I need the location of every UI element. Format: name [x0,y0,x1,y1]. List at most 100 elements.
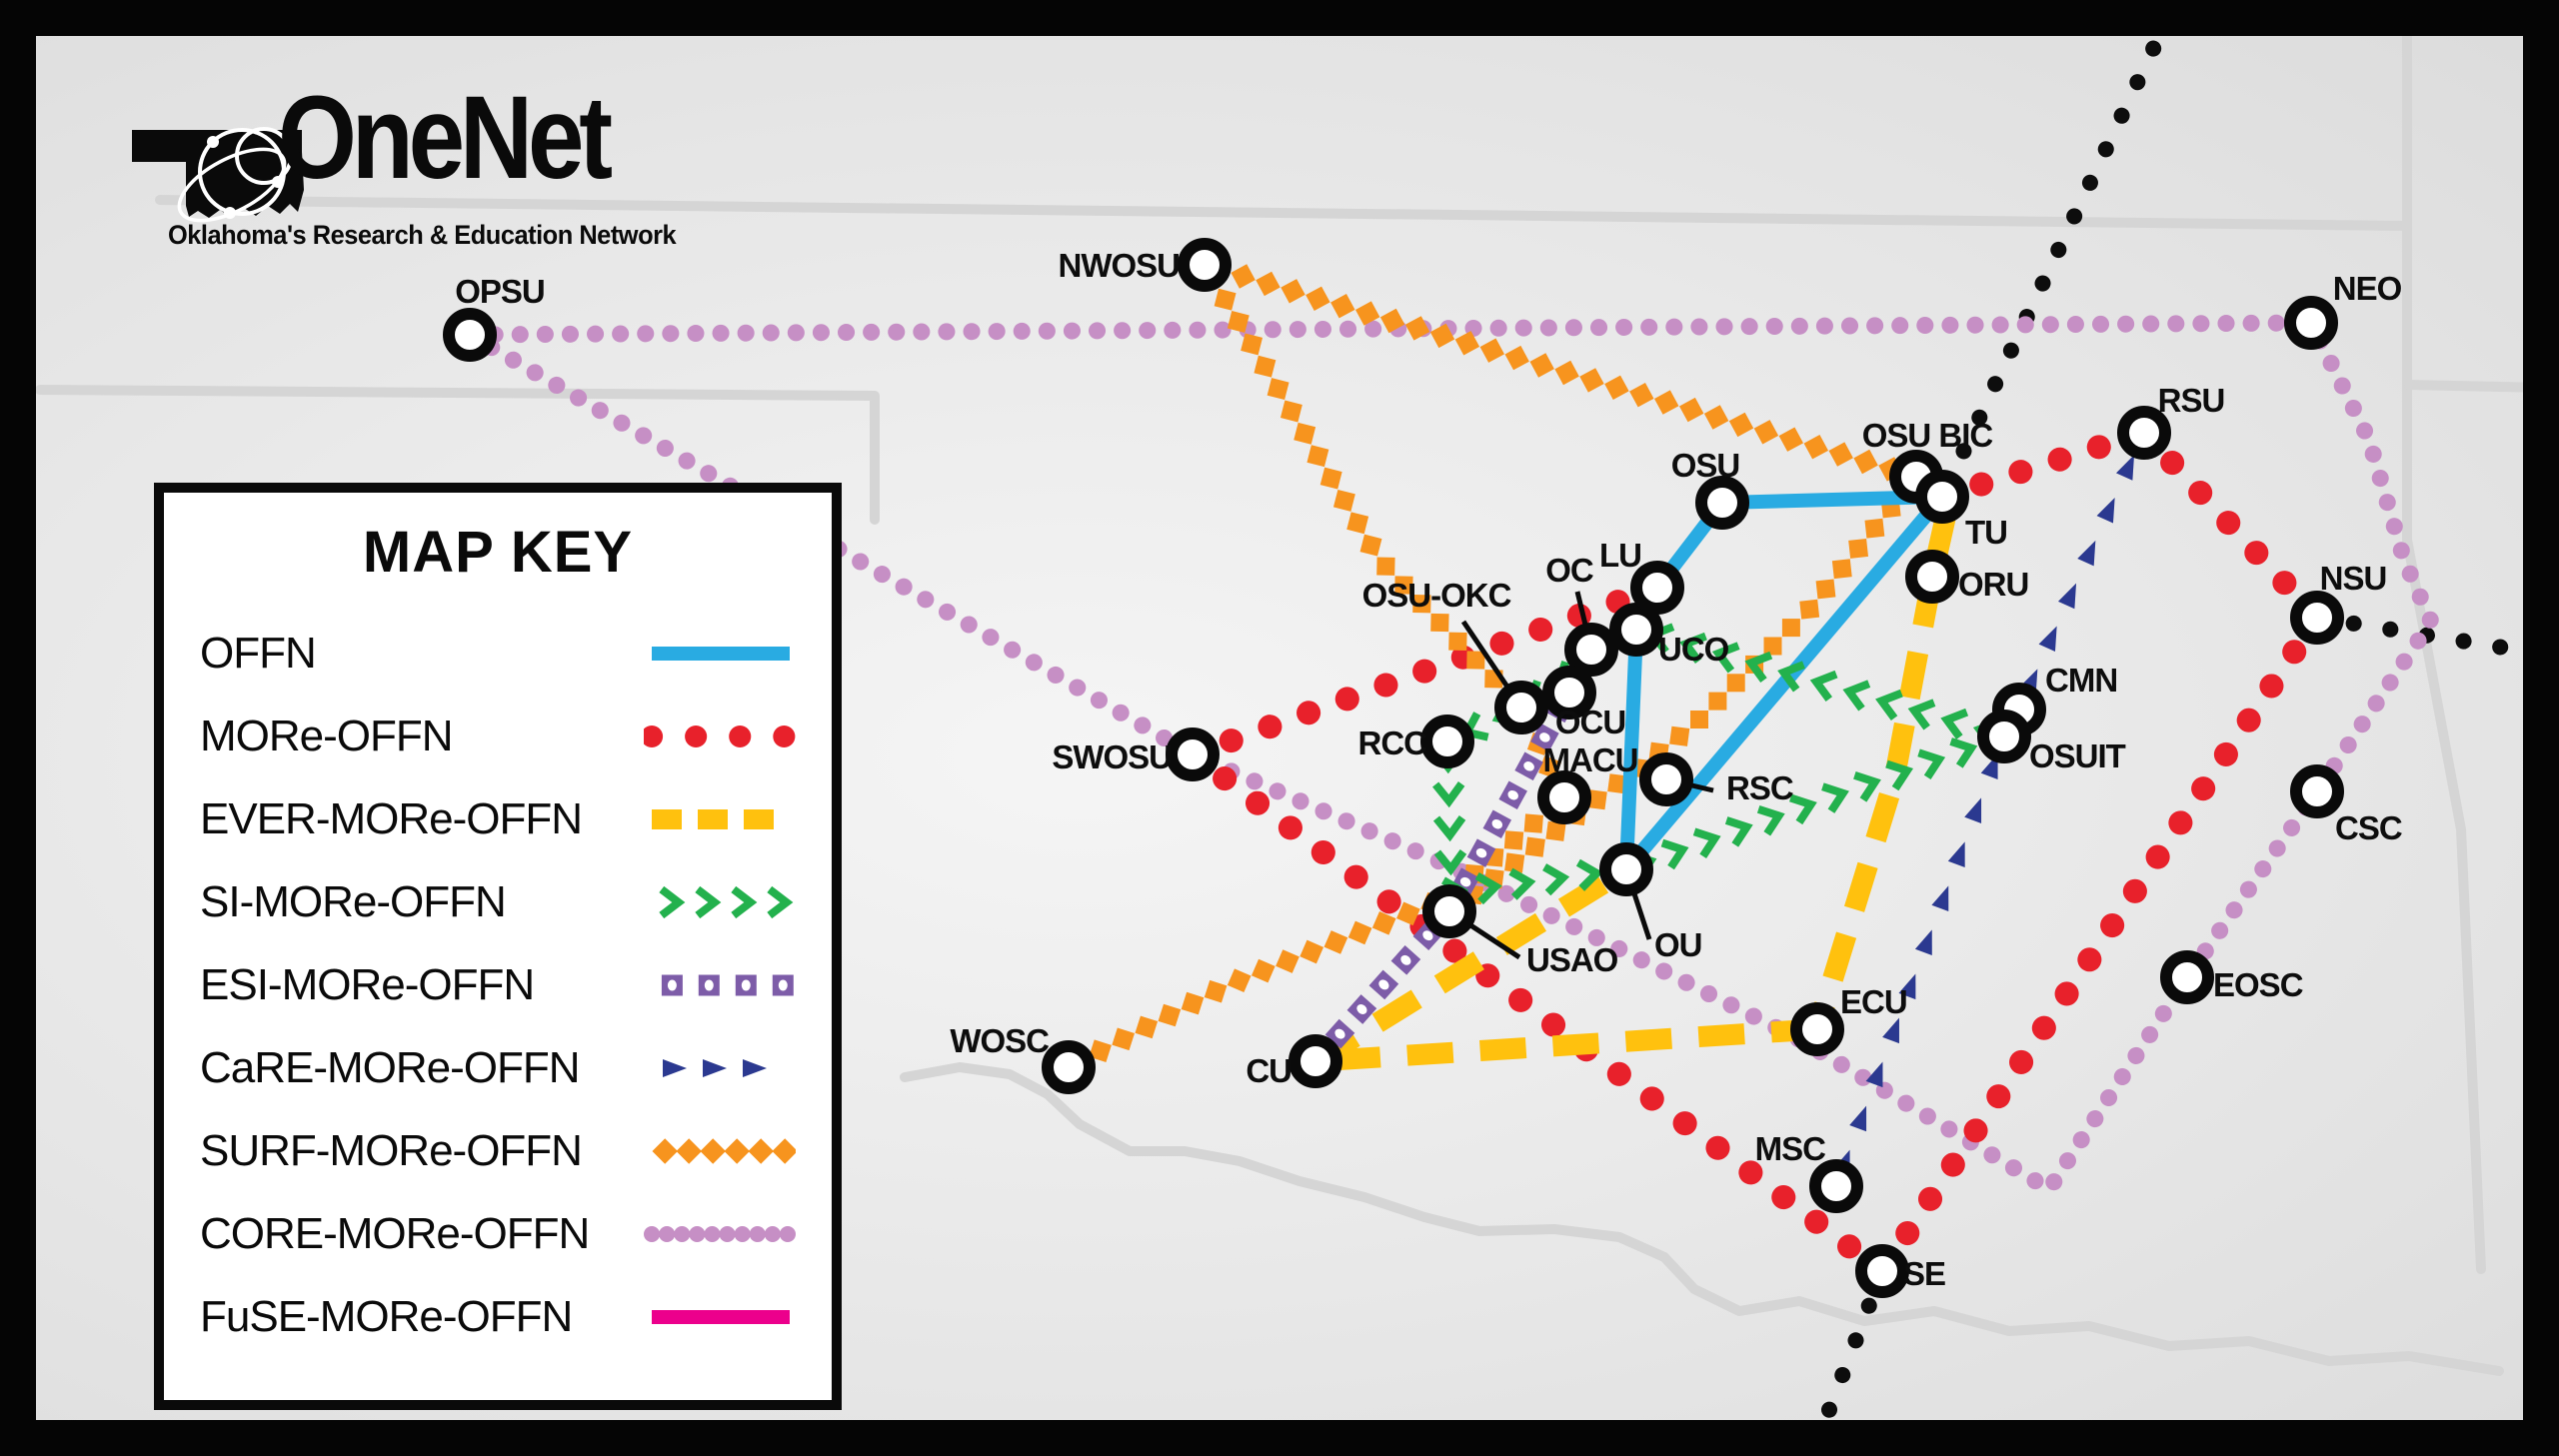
link-more-8 [1870,606,2329,1283]
map-key-box: MAP KEY OFFN MORe-OFFN EVER-MORe-OFFN SI… [154,483,842,1410]
onenet-logo: OneNet Oklahoma's Research & Education N… [132,72,856,274]
map-key-title: MAP KEY [362,520,634,585]
node-label-RSU: RSU [2158,382,2225,419]
node-OC[interactable] [1564,623,1618,677]
node-CU[interactable] [1288,1034,1342,1088]
node-OSUIT[interactable] [1977,710,2031,763]
care-triangles-icon [663,1058,767,1077]
node-SWOSU[interactable] [1166,728,1220,781]
offn-line-icon [652,646,790,661]
node-OPSU[interactable] [443,308,497,362]
ever-dashes-icon [652,808,790,829]
network-map-canvas: OPSU NWOSU NEO RSU OSU OSU BIC TU ORU NSU CSC EOSC… [36,36,2523,1420]
node-OCU[interactable] [1542,666,1596,720]
link-more-7 [2132,421,2329,630]
node-label-NEO: NEO [2333,270,2402,307]
node-label-OSU: OSU [1671,447,1740,484]
node-label-OSU-OKC: OSU-OKC [1362,577,1511,614]
node-MSC[interactable] [1809,1159,1863,1213]
key-label-fuse: FuSE-MORe-OFFN [200,1291,573,1341]
node-NSU[interactable] [2290,591,2344,645]
key-row-core: CORE-MORe-OFFN [200,1192,796,1275]
node-NWOSU[interactable] [1178,238,1232,292]
link-si-17 [1646,623,2001,749]
link-offn-2 [1619,629,1643,870]
node-label-OU: OU [1654,926,1702,963]
node-OSU-OKC[interactable] [1494,681,1548,734]
node-label-OPSU: OPSU [455,273,545,310]
node-label-SE: SE [1903,1255,1945,1292]
node-label-WOSC: WOSC [950,1022,1049,1059]
node-EOSC[interactable] [2160,950,2214,1004]
node-LU[interactable] [1630,561,1684,615]
node-label-CSC: CSC [2335,809,2402,846]
key-label-esi: ESI-MORe-OFFN [200,959,535,1009]
link-black-28 [2309,610,2523,660]
node-label-UCO: UCO [1658,631,1729,668]
node-OSU[interactable] [1695,476,1749,530]
node-UCO[interactable] [1609,603,1663,657]
si-chevrons-icon [659,885,794,918]
node-label-NSU: NSU [2320,560,2387,597]
key-row-ever: EVER-MORe-OFFN [200,777,796,860]
link-surf-22 [1201,266,1521,708]
logo-tagline: Oklahoma's Research & Education Network [168,220,677,250]
link-offn-3 [1620,492,1948,874]
key-label-si: SI-MORe-OFFN [200,876,507,926]
key-label-offn: OFFN [200,628,317,678]
link-core-26 [461,314,2440,1198]
link-ever-11 [1314,1018,1818,1072]
node-label-ECU: ECU [1840,983,1907,1020]
node-label-NWOSU: NWOSU [1059,247,1181,284]
key-row-esi: ESI-MORe-OFFN [200,943,796,1026]
node-CSC[interactable] [2290,764,2344,818]
node-ECU[interactable] [1790,1002,1844,1056]
node-label-RCC: RCC [1358,725,1427,761]
node-label-OC: OC [1545,552,1593,589]
node-label-TU: TU [1965,514,2007,551]
node-label-OSU BIC: OSU BIC [1862,417,1993,454]
node-label-LU: LU [1599,537,1641,574]
key-label-care: CaRE-MORe-OFFN [200,1042,581,1092]
key-row-si: SI-MORe-OFFN [200,860,796,943]
node-label-OCU: OCU [1555,704,1625,740]
state-borders [36,36,2523,1376]
link-black-29 [1816,1263,1890,1420]
key-row-care: CaRE-MORe-OFFN [200,1026,796,1109]
node-label-CMN: CMN [2045,662,2117,699]
key-label-ever: EVER-MORe-OFFN [200,793,583,843]
node-RCC[interactable] [1420,715,1474,768]
link-ever-12 [1309,860,1632,1070]
node-OU[interactable] [1599,842,1653,896]
node-label-ORU: ORU [1958,566,2028,603]
node-label-SWOSU: SWOSU [1052,738,1172,775]
node-label-USAO: USAO [1526,941,1618,978]
more-dots-icon [644,725,796,747]
esi-squares-icon [661,974,794,995]
node-MACU[interactable] [1537,770,1591,824]
node-label-CU: CU [1246,1052,1291,1089]
node-SE[interactable] [1855,1244,1909,1298]
link-ever-10 [1806,507,1958,1033]
node-ORU[interactable] [1905,550,1959,604]
oklahoma-map: OPSU NWOSU NEO RSU OSU OSU BIC TU ORU NSU CSC EOSC… [36,36,2523,1420]
node-WOSC[interactable] [1042,1040,1096,1094]
surf-diamonds-icon [652,1137,796,1164]
link-black-27 [1934,36,2168,505]
node-NEO[interactable] [2284,296,2338,350]
key-row-offn: OFFN [200,612,796,695]
node-label-MSC: MSC [1755,1130,1826,1167]
link-si-15 [1431,747,1637,909]
node-USAO[interactable] [1422,884,1476,938]
node-RSC[interactable] [1639,752,1693,806]
logo-title: OneNet [278,72,613,204]
link-more-5 [1181,576,1669,766]
node-RSU[interactable] [2117,406,2171,460]
key-label-surf: SURF-MORe-OFFN [200,1125,583,1175]
node-label-RSC: RSC [1726,769,1793,806]
key-row-more: MORe-OFFN [200,695,796,777]
node-TU[interactable] [1915,470,1969,524]
node-label-EOSC: EOSC [2213,966,2303,1003]
link-more-6 [1930,421,2156,509]
